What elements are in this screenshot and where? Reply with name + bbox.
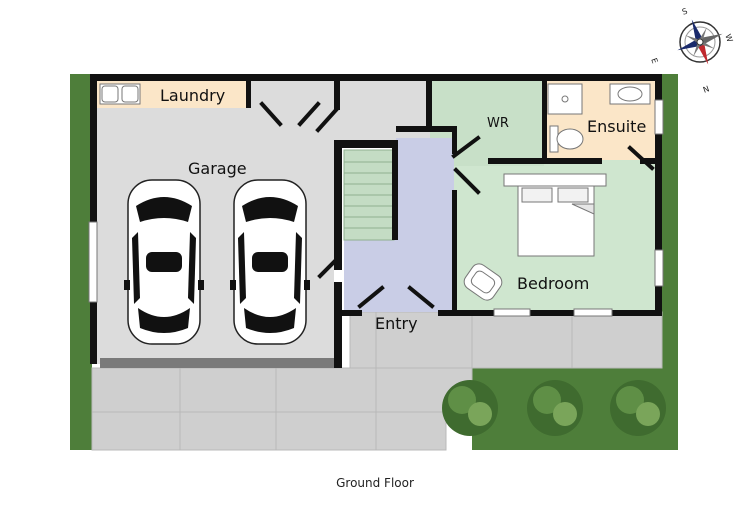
compass-west-label: W [723,33,734,44]
stairs [343,149,395,241]
lawn-left [70,74,92,450]
laundry-sink-icon [99,83,141,105]
shrub-icon [527,380,583,436]
shrub-icon [442,380,498,436]
ensuite-label: Ensuite [587,117,646,136]
compass-north-label: N [702,84,711,95]
compass-rose-icon [677,19,723,65]
car-icon [230,179,310,345]
lawn-right [660,74,678,374]
walls [90,74,662,368]
laundry-label: Laundry [160,86,225,105]
compass-south-label: S [681,7,689,17]
ensuite-fixtures-icon [547,83,651,153]
entry-floor [344,240,454,312]
floor-caption: Ground Floor [336,476,414,490]
doors [259,101,655,309]
bedroom-label: Bedroom [517,274,589,293]
bed-icon [503,173,607,257]
garage-door [100,358,334,368]
garage-label: Garage [188,159,247,178]
car-icon [124,179,204,345]
corridor-floor [396,138,454,248]
entry-label: Entry [375,314,418,333]
windows [88,99,664,317]
paving [91,311,663,451]
wr-label: WR [487,116,509,131]
armchair-icon [463,263,503,301]
shrub-icon [610,380,666,436]
compass-east-label: E [649,57,659,65]
